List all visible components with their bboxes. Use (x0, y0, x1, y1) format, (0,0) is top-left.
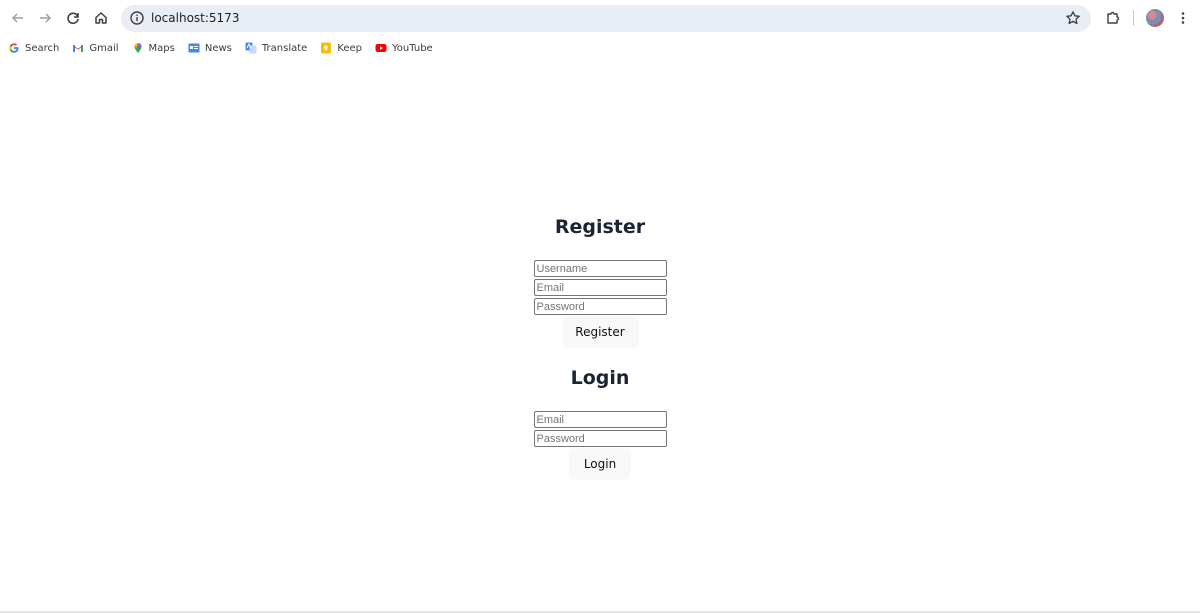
kebab-menu-icon (1181, 12, 1185, 24)
bookmark-label: Maps (148, 42, 175, 54)
extensions-button[interactable] (1101, 6, 1125, 30)
bookmark-label: Keep (337, 42, 363, 54)
home-button[interactable] (89, 6, 113, 30)
url-text[interactable]: localhost:5173 (151, 11, 240, 25)
google-icon (8, 42, 20, 54)
gmail-icon (72, 42, 84, 54)
login-button[interactable]: Login (569, 448, 631, 480)
menu-button[interactable] (1171, 6, 1195, 30)
window-bottom-edge (0, 611, 1200, 613)
username-input[interactable]: Username (533, 260, 667, 277)
reload-button[interactable] (61, 6, 85, 30)
bookmark-gmail[interactable]: Gmail (72, 42, 119, 54)
register-password-input[interactable]: Password (533, 298, 667, 315)
register-email-input[interactable]: Email (533, 279, 667, 296)
login-email-input[interactable]: Email (533, 411, 667, 428)
puzzle-icon (1107, 11, 1120, 24)
bookmark-search[interactable]: Search (8, 42, 59, 54)
bookmarks-bar: Search Gmail Maps News Translate (8, 39, 446, 57)
back-button[interactable] (6, 6, 30, 30)
maps-icon (132, 42, 144, 54)
youtube-icon (375, 42, 387, 54)
register-button[interactable]: Register (561, 316, 639, 348)
bookmark-label: Gmail (89, 42, 119, 54)
page-content: Register Username Email Password Registe… (0, 62, 1200, 613)
bookmark-keep[interactable]: Keep (320, 42, 362, 54)
news-icon (188, 42, 200, 54)
register-heading: Register (554, 216, 646, 238)
login-heading: Login (570, 367, 630, 389)
bookmark-label: News (204, 42, 232, 54)
bookmark-label: YouTube (392, 42, 433, 54)
bookmark-label: Translate (261, 42, 308, 54)
browser-toolbar: localhost:5173 Search Gmail Maps (0, 0, 1200, 62)
bookmark-youtube[interactable]: YouTube (375, 42, 433, 54)
reload-icon (67, 12, 79, 25)
bookmark-label: Search (25, 42, 60, 54)
bookmark-news[interactable]: News (188, 42, 232, 54)
login-password-input[interactable]: Password (533, 430, 667, 447)
home-icon (95, 12, 107, 24)
keep-icon (320, 42, 332, 54)
info-icon[interactable] (129, 10, 145, 26)
login-form: Email Password Login (533, 409, 667, 480)
address-bar[interactable]: localhost:5173 (121, 5, 1091, 32)
arrow-right-icon (40, 13, 52, 23)
translate-icon (245, 42, 257, 54)
arrow-left-icon (11, 13, 23, 23)
forward-button[interactable] (33, 6, 57, 30)
bookmark-star-icon[interactable] (1065, 10, 1081, 26)
toolbar-divider (1133, 10, 1134, 26)
bookmark-maps[interactable]: Maps (132, 42, 175, 54)
register-form: Username Email Password Register (533, 258, 667, 348)
profile-avatar[interactable] (1146, 9, 1164, 27)
bookmark-translate[interactable]: Translate (245, 42, 307, 54)
